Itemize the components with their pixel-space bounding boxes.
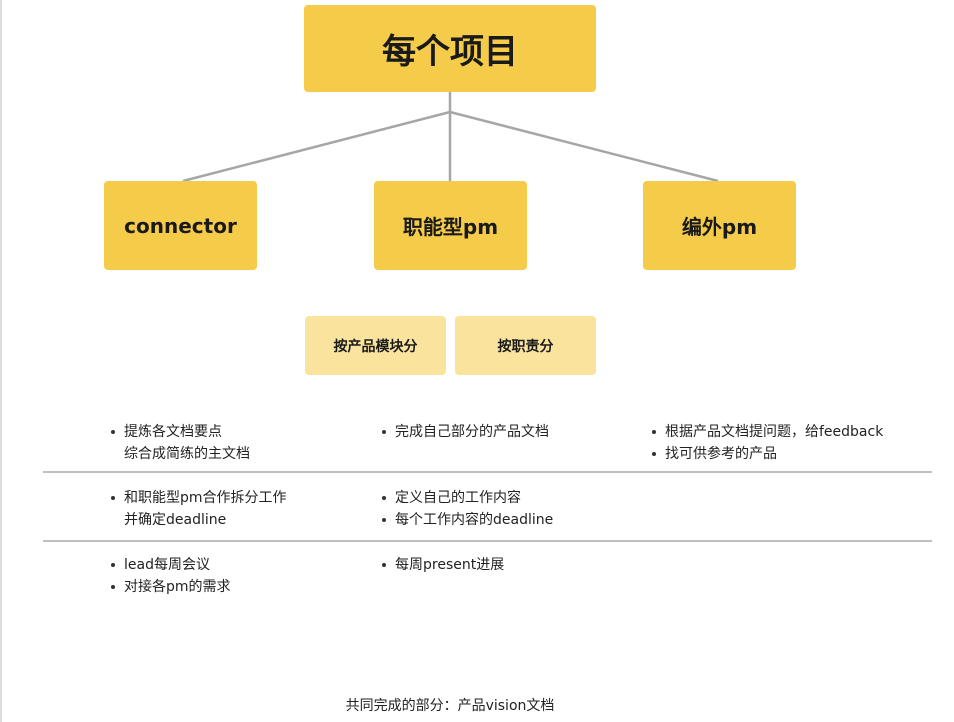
row3-functional-pm-list: 每周present进展 xyxy=(381,554,504,576)
list-item: 提炼各文档要点 综合成简练的主文档 xyxy=(110,421,250,465)
row2-functional-pm-list: 定义自己的工作内容 每个工作内容的deadline xyxy=(381,487,553,531)
list-item: lead每周会议 xyxy=(110,554,231,576)
row-divider xyxy=(43,540,932,542)
row3-connector-list: lead每周会议 对接各pm的需求 xyxy=(110,554,231,598)
left-border xyxy=(0,0,2,722)
list-item: 每周present进展 xyxy=(381,554,504,576)
list-item: 根据产品文档提问题，给feedback xyxy=(651,421,883,443)
list-item: 定义自己的工作内容 xyxy=(381,487,553,509)
connector-to-connector xyxy=(182,110,451,183)
row1-external-pm-list: 根据产品文档提问题，给feedback 找可供参考的产品 xyxy=(651,421,883,465)
list-item: 每个工作内容的deadline xyxy=(381,509,553,531)
role-node-functional-pm: 职能型pm xyxy=(374,181,527,270)
root-node: 每个项目 xyxy=(304,5,596,92)
role-node-external-pm: 编外pm xyxy=(643,181,796,270)
row2-connector-list: 和职能型pm合作拆分工作 并确定deadline xyxy=(110,487,287,531)
split-by-module-node: 按产品模块分 xyxy=(305,316,446,375)
row1-connector-list: 提炼各文档要点 综合成简练的主文档 xyxy=(110,421,250,465)
list-item: 完成自己部分的产品文档 xyxy=(381,421,549,443)
list-item: 和职能型pm合作拆分工作 并确定deadline xyxy=(110,487,287,531)
connector-to-external-pm xyxy=(449,110,719,183)
row1-functional-pm-list: 完成自己部分的产品文档 xyxy=(381,421,549,443)
list-item: 找可供参考的产品 xyxy=(651,443,883,465)
footer-note: 共同完成的部分：产品vision文档 xyxy=(345,698,555,714)
split-by-duty-node: 按职责分 xyxy=(455,316,596,375)
list-item: 对接各pm的需求 xyxy=(110,576,231,598)
row-divider xyxy=(43,471,932,473)
role-node-connector: connector xyxy=(104,181,257,270)
